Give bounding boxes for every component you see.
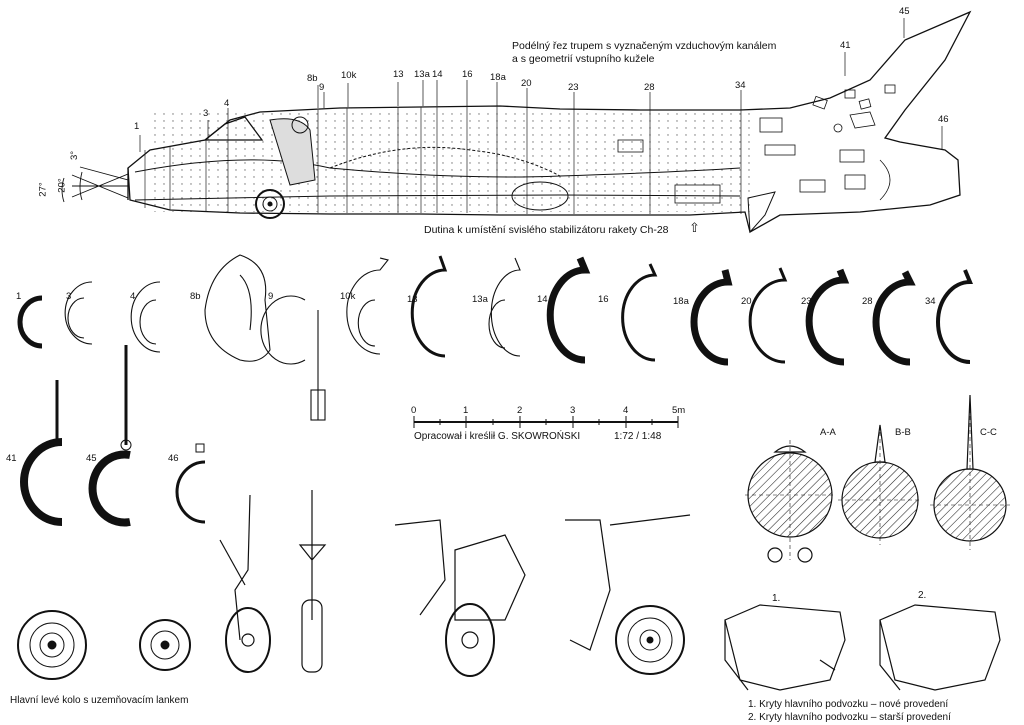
up-arrow-icon: ⇧: [689, 220, 700, 235]
header-line-2: a s geometrií vstupního kužele: [512, 53, 655, 65]
scale-tick: 4: [623, 405, 629, 416]
tail-fin: [812, 84, 896, 133]
station-label: 23: [568, 82, 579, 93]
section-label: 13a: [472, 294, 488, 305]
scale-tick: 3: [570, 405, 576, 416]
missile-section-label: A-A: [820, 427, 836, 438]
station-label: 13: [393, 69, 404, 80]
station-label: 8b: [307, 73, 318, 84]
scale-ratio: 1:72 / 1:48: [614, 431, 662, 442]
station-label: 9: [319, 82, 325, 93]
cockpit-pilot: [269, 116, 316, 186]
section-label: 3: [66, 291, 72, 302]
main-wheel-views: [17, 605, 685, 680]
section-label: 10k: [340, 291, 356, 302]
station-label: 18a: [490, 72, 506, 83]
station-label: 45: [899, 6, 910, 17]
gear-covers: [724, 604, 1001, 691]
nose-wheel: [255, 189, 285, 219]
section-label: 14: [537, 294, 548, 305]
section-label: 4: [130, 291, 136, 302]
section-label: 34: [925, 296, 936, 307]
station-label: 16: [462, 69, 473, 80]
scale-tick: 5m: [672, 405, 686, 416]
legend-item: 1. Kryty hlavního podvozku – nové proved…: [748, 699, 949, 710]
station-label: 28: [644, 82, 655, 93]
angle-label: 3°: [69, 150, 81, 161]
engine-section: [617, 117, 891, 204]
scale-tick: 0: [411, 405, 417, 416]
scale-tick: 1: [463, 405, 469, 416]
section-label: 23: [801, 296, 812, 307]
section-label: 28: [862, 296, 873, 307]
section-label: 46: [168, 453, 179, 464]
station-label: 14: [432, 69, 443, 80]
scale-bar-graphic: [413, 416, 679, 428]
drawing-credit: Opracował i kreślił G. SKOWROŃSKI: [414, 431, 581, 442]
cross-sections-row1: [17, 254, 973, 421]
station-label: 34: [735, 80, 746, 91]
legend-item: 2. Kryty hlavního podvozku – starší prov…: [748, 712, 951, 723]
section-label: 8b: [190, 291, 201, 302]
station-label: 13a: [414, 69, 430, 80]
station-label: 46: [938, 114, 949, 125]
cover-label: 1.: [772, 593, 781, 604]
section-label: 41: [6, 453, 17, 464]
header-line-1: Podélný řez trupem s vyznačeným vzduchov…: [512, 40, 777, 52]
station-label: 10k: [341, 70, 357, 81]
missile-sections: [745, 394, 1010, 563]
cover-label: 2.: [918, 590, 927, 601]
section-label: 18a: [673, 296, 689, 307]
station-label: 4: [224, 98, 230, 109]
landing-gear-details: [219, 490, 691, 677]
missile-section-label: C-C: [980, 427, 997, 438]
section-label: 20: [741, 296, 752, 307]
angle-label: 20°: [56, 178, 68, 193]
station-leader-lines: [139, 18, 943, 152]
station-label: 20: [521, 78, 532, 89]
station-label: 3: [203, 108, 209, 119]
cavity-note: Dutina k umístění svislého stabilizátoru…: [424, 224, 669, 236]
scale-tick: 2: [517, 405, 523, 416]
section-label: 13: [407, 294, 418, 305]
intake-cone-geometry: [61, 166, 129, 203]
missile-section-label: B-B: [895, 427, 911, 438]
section-label: 9: [268, 291, 274, 302]
section-label: 16: [598, 294, 609, 305]
section-label: 45: [86, 453, 97, 464]
station-label: 1: [134, 121, 140, 132]
section-label: 1: [16, 291, 22, 302]
wheel-caption: Hlavní levé kolo s uzemňovacím lankem: [10, 695, 189, 706]
fuselage-structure-dots: [150, 112, 750, 212]
station-label: 41: [840, 40, 851, 51]
ventral-fin: [747, 191, 776, 234]
cross-sections-row2: [20, 345, 206, 527]
angle-label: 27°: [37, 182, 49, 197]
air-duct: [134, 146, 741, 211]
